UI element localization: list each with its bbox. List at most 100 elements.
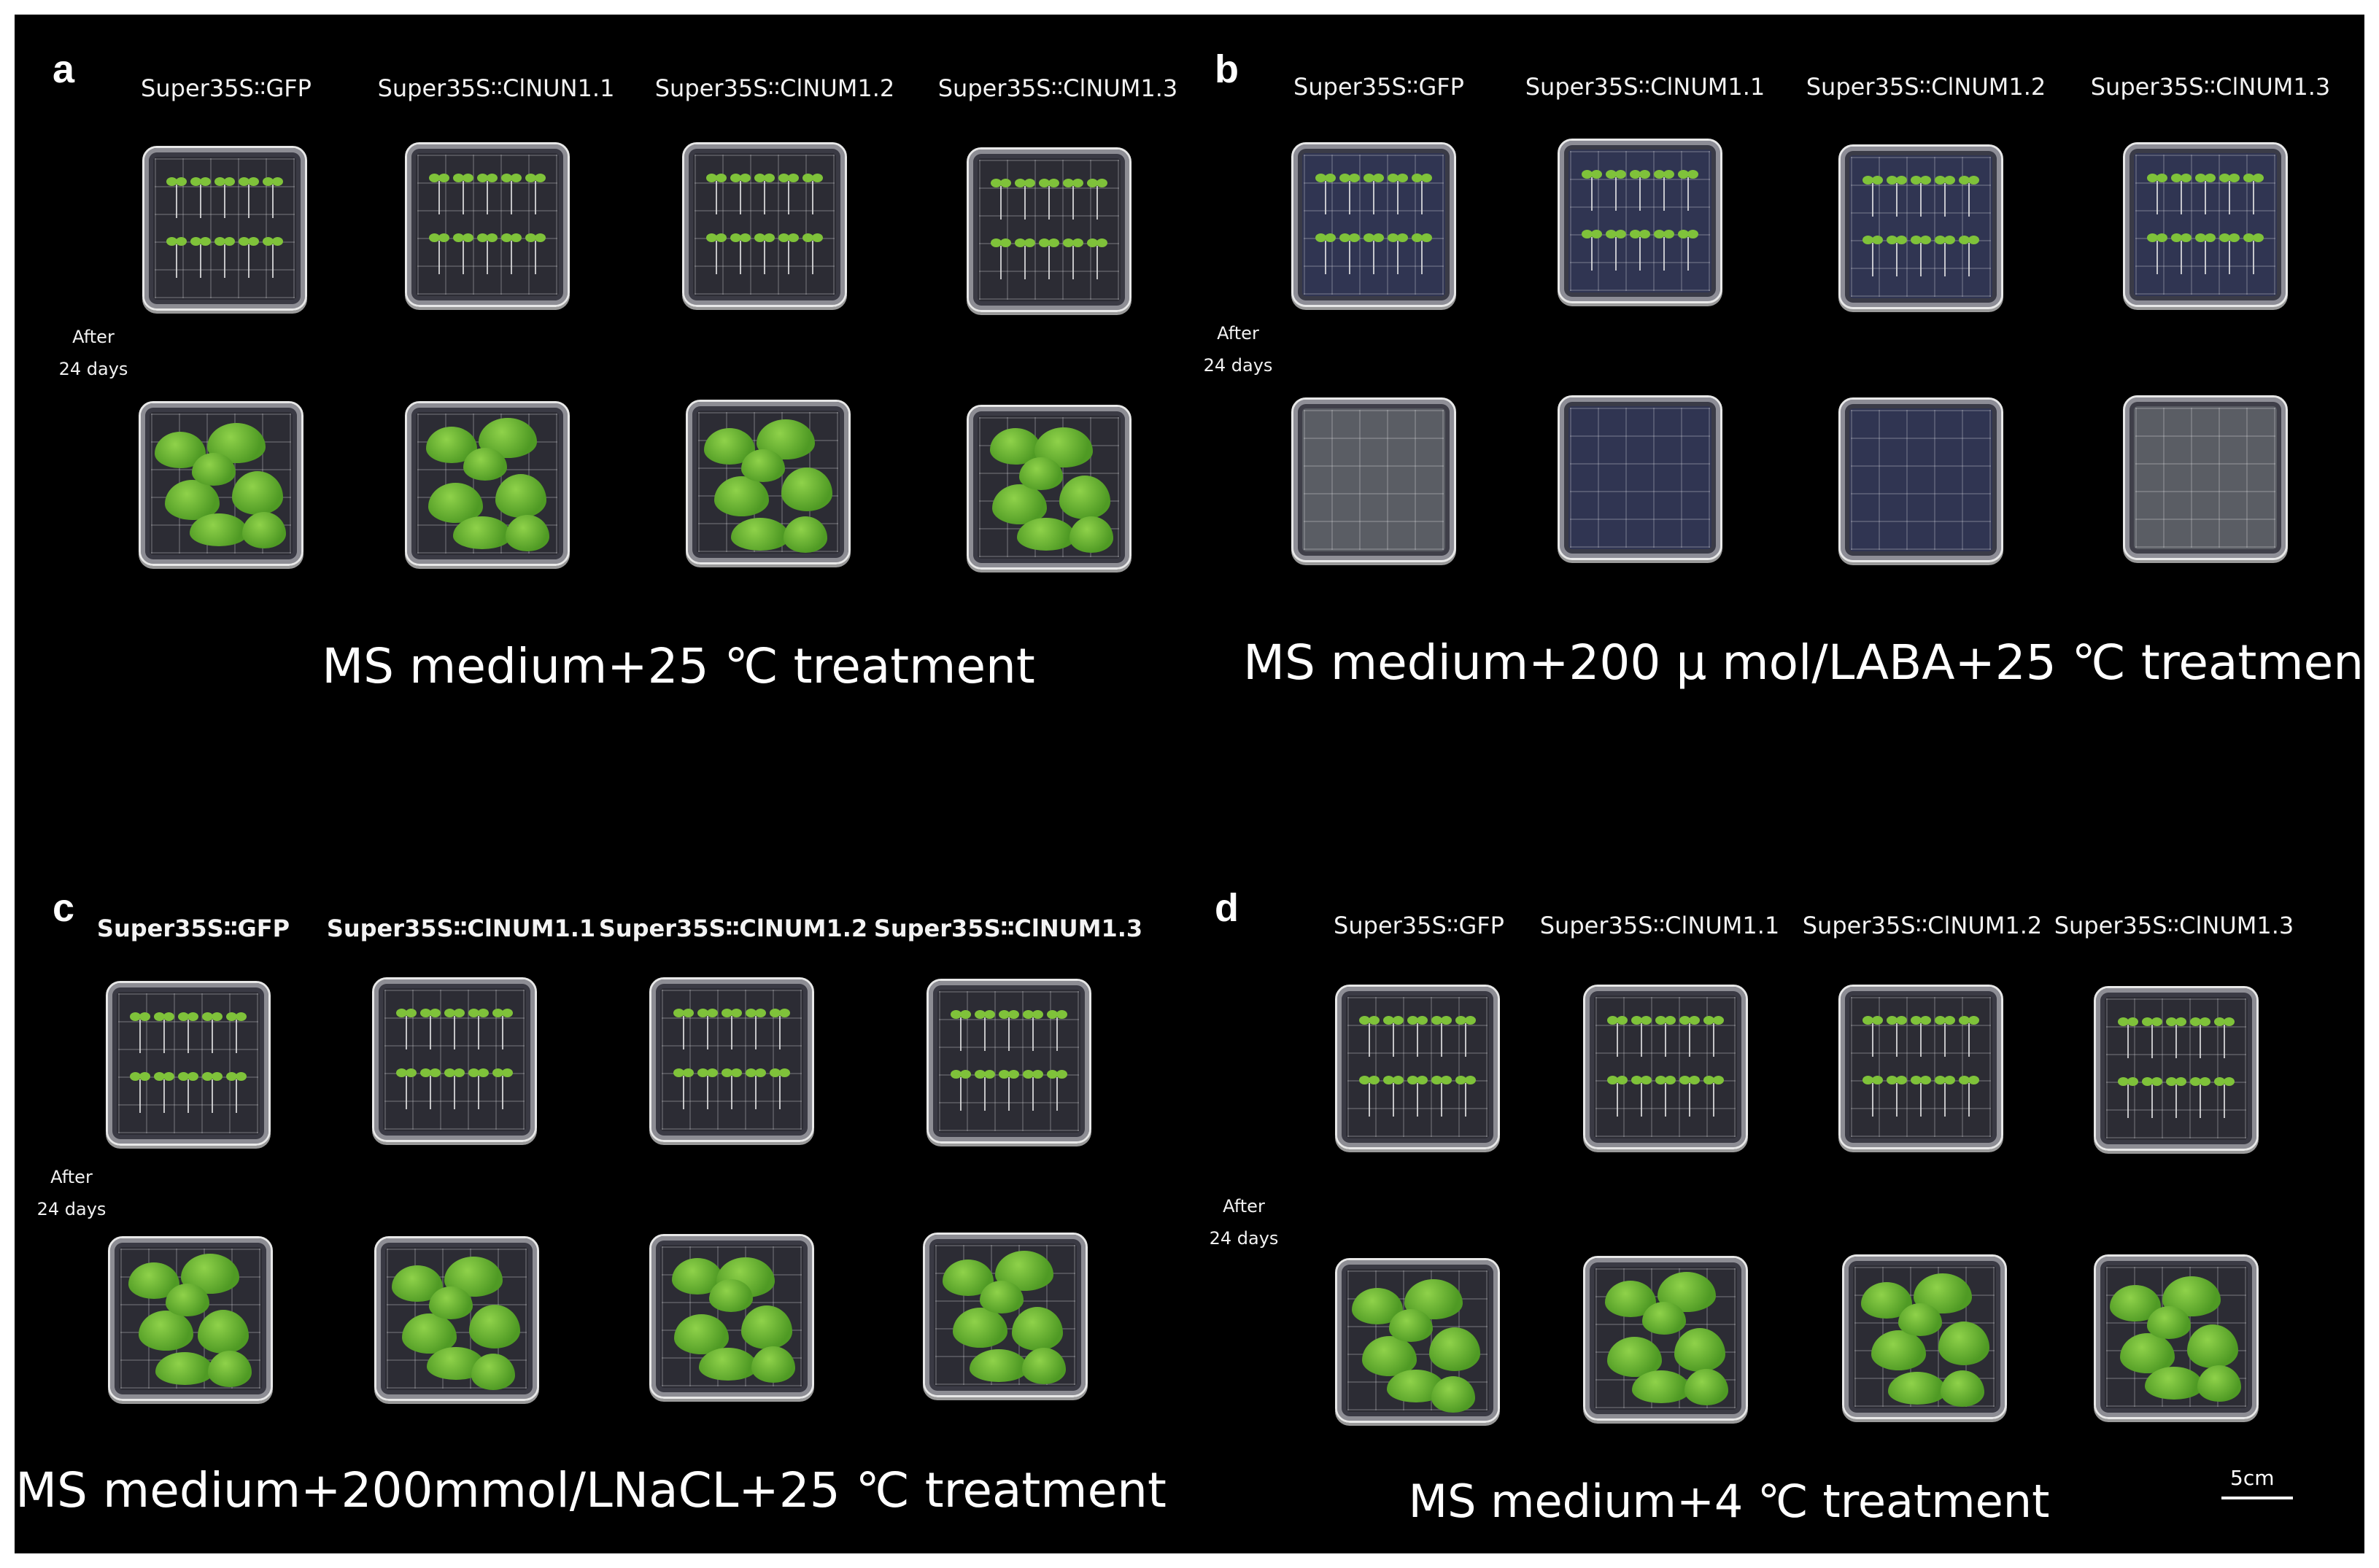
seedling: [722, 1068, 742, 1112]
petri-dish-before: [927, 979, 1091, 1144]
seedling: [166, 237, 187, 281]
seedling: [1862, 176, 1883, 220]
seedling: [130, 1012, 150, 1056]
seedling-row: [2118, 1017, 2235, 1061]
seedling: [746, 1068, 766, 1112]
petri-dish-after: [923, 1233, 1088, 1397]
seedling: [1678, 230, 1698, 273]
seedling: [1862, 1016, 1883, 1060]
seedling: [1679, 1076, 1700, 1119]
seedling: [2190, 1017, 2210, 1061]
leaf-cluster: [506, 515, 549, 551]
seedling: [1654, 170, 1674, 214]
seedling: [525, 174, 546, 217]
leaf-cluster: [428, 483, 483, 523]
seedling: [239, 237, 259, 281]
seedling-growth: [698, 412, 838, 553]
seedling: [2118, 1017, 2138, 1061]
seedling: [1887, 176, 1907, 220]
seedling: [429, 233, 449, 277]
seedling-row: [166, 177, 283, 221]
seedling: [1039, 238, 1059, 282]
panel-d: d Super35S∶∶GFP Super35S∶∶ClNUM1.1 Super…: [1200, 868, 2364, 1553]
column-label: Super35S∶∶ClNUM1.2: [1806, 73, 2046, 101]
seedling: [2195, 174, 2216, 217]
seedling: [1023, 1070, 1043, 1114]
seedling: [1631, 1016, 1652, 1060]
seedling: [1359, 1016, 1380, 1060]
petri-dish-before: [1838, 985, 2003, 1149]
seedling: [1047, 1010, 1067, 1054]
leaf-cluster: [699, 1348, 757, 1381]
seedling-row: [1607, 1016, 1724, 1060]
panel-caption: MS medium+200 μ mol/LABA+25 ℃ treatment: [1243, 634, 2379, 691]
leaf-cluster: [453, 516, 511, 549]
leaf-cluster: [1069, 516, 1113, 553]
after-days-label: After 24 days: [1194, 317, 1282, 381]
figure-canvas: a Super35S∶∶GFP Super35S∶∶ClNUN1.1 Super…: [15, 15, 2379, 1553]
leaf-cluster: [709, 1279, 753, 1312]
seedling: [1630, 170, 1650, 214]
leaf-cluster: [463, 448, 507, 481]
seedling: [2171, 233, 2192, 277]
seedling: [1455, 1016, 1476, 1060]
seedling: [525, 233, 546, 277]
leaf-cluster: [192, 453, 236, 486]
after-days-label: After 24 days: [50, 321, 137, 385]
seedling: [673, 1068, 694, 1112]
seedling: [453, 174, 473, 217]
seedling: [770, 1068, 790, 1112]
seedling-row: [166, 237, 283, 281]
leaf-cluster: [2197, 1365, 2241, 1402]
leaf-cluster: [495, 474, 546, 518]
seedling: [1063, 238, 1083, 282]
leaf-cluster: [242, 512, 286, 548]
leaf-cluster: [980, 1281, 1024, 1313]
petri-dish-after: [139, 401, 303, 566]
seedling-row: [673, 1068, 790, 1112]
seedling: [429, 174, 449, 217]
leaf-cluster: [781, 467, 832, 511]
seedling-row: [396, 1009, 513, 1052]
column-label: Super35S∶∶GFP: [1334, 912, 1504, 939]
seedling-growth: [120, 1249, 260, 1389]
seedling-row: [951, 1070, 1067, 1114]
seedling: [1935, 1016, 1955, 1060]
seedling: [1087, 179, 1107, 222]
seedling: [754, 174, 775, 217]
leaf-cluster: [1871, 1330, 1926, 1370]
seedling: [1887, 1016, 1907, 1060]
seedling: [1703, 1016, 1724, 1060]
seedling: [1887, 236, 1907, 279]
petri-dish-after: [1558, 395, 1722, 560]
seedling: [1315, 174, 1336, 217]
seedling: [214, 237, 235, 281]
petri-dish-after: [686, 400, 851, 564]
seedling: [2195, 233, 2216, 277]
seedling-row: [706, 174, 823, 217]
seedling: [754, 233, 775, 277]
seedling-growth: [1854, 1267, 1995, 1407]
seedling: [1383, 1076, 1404, 1119]
seedling: [1582, 170, 1602, 214]
after-days-label: After 24 days: [1200, 1190, 1288, 1254]
leaf-cluster: [1019, 457, 1063, 490]
seedling-row: [429, 233, 546, 277]
seedling-growth: [2106, 1267, 2246, 1407]
after-label-line1: After: [1217, 323, 1259, 344]
seedling: [468, 1068, 489, 1112]
leaf-cluster: [402, 1313, 457, 1354]
leaf-cluster: [2145, 1367, 2203, 1400]
seedling: [1339, 174, 1360, 217]
seedling: [1023, 1010, 1043, 1054]
seedling: [1388, 233, 1408, 277]
petri-dish-before: [2094, 986, 2259, 1151]
seedling: [1431, 1016, 1452, 1060]
seedling: [1359, 1076, 1380, 1119]
leaf-cluster: [1017, 518, 1075, 551]
leaf-cluster: [970, 1349, 1028, 1382]
seedling-row: [396, 1068, 513, 1112]
seedling: [2147, 174, 2167, 217]
seedling: [951, 1070, 971, 1114]
seedling: [420, 1009, 441, 1052]
